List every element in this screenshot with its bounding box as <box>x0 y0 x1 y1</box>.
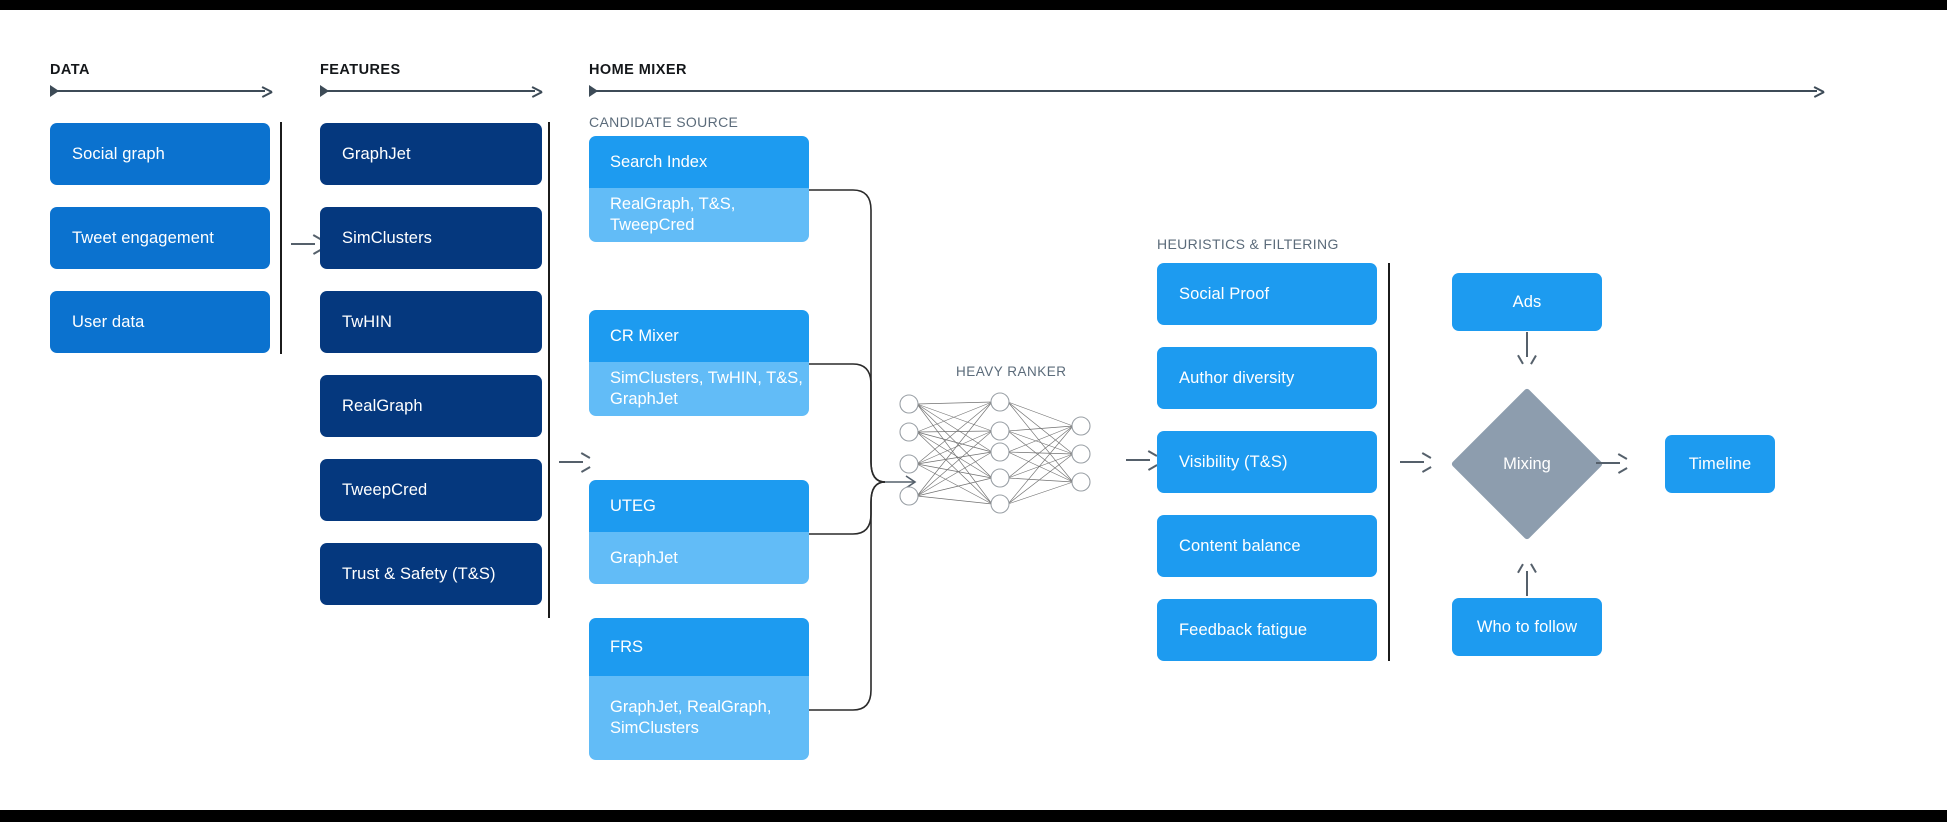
heuristic-box-label: Visibility (T&S) <box>1179 452 1288 471</box>
heuristic-box-social-proof[interactable]: Social Proof <box>1157 263 1377 325</box>
who-to-follow-box[interactable]: Who to follow <box>1452 598 1602 656</box>
top-black-bar <box>0 0 1947 10</box>
divider-data-features <box>280 122 282 354</box>
arrow-who-to-follow-to-mixing <box>1521 564 1533 596</box>
heavy-ranker-network <box>899 392 1091 514</box>
feature-box-label: GraphJet <box>342 144 411 163</box>
arrow-mixing-to-timeline <box>1596 457 1627 469</box>
candidate-source-title: CR Mixer <box>589 310 809 362</box>
rule-data <box>50 82 272 100</box>
arrow-heuristics-to-mixing <box>1400 456 1431 468</box>
heuristic-box-visibility[interactable]: Visibility (T&S) <box>1157 431 1377 493</box>
divider-features-candidates <box>548 122 550 618</box>
feature-box-twhin[interactable]: TwHIN <box>320 291 542 353</box>
candidate-source-card-frs[interactable]: FRS GraphJet, RealGraph, SimClusters <box>589 618 809 760</box>
candidate-source-features: RealGraph, T&S, TweepCred <box>589 188 809 242</box>
feature-box-simclusters[interactable]: SimClusters <box>320 207 542 269</box>
subsection-title-heavy-ranker: HEAVY RANKER <box>956 364 1067 379</box>
feature-box-label: SimClusters <box>342 228 433 247</box>
subsection-title-heuristics: HEURISTICS & FILTERING <box>1157 236 1339 252</box>
timeline-label: Timeline <box>1688 454 1752 473</box>
candidate-source-title: FRS <box>589 618 809 676</box>
candidate-source-card-uteg[interactable]: UTEG GraphJet <box>589 480 809 584</box>
candidate-source-card-search-index[interactable]: Search Index RealGraph, T&S, TweepCred <box>589 136 809 242</box>
rule-start-triangle-icon <box>589 85 598 97</box>
arrow-features-to-candidates <box>559 456 590 468</box>
heuristic-box-label: Social Proof <box>1179 284 1270 303</box>
heuristic-box-label: Feedback fatigue <box>1179 620 1308 639</box>
rule-start-triangle-icon <box>320 85 329 97</box>
candidate-source-card-cr-mixer[interactable]: CR Mixer SimClusters, TwHIN, T&S, GraphJ… <box>589 310 809 416</box>
diagram-canvas: DATA FEATURES HOME MIXER CANDIDATE SOURC… <box>0 10 1947 810</box>
candidate-source-connectors <box>809 189 917 711</box>
section-title-home-mixer: HOME MIXER <box>589 62 687 78</box>
rule-arrow-icon <box>261 85 272 98</box>
heuristic-box-label: Author diversity <box>1179 368 1295 387</box>
heuristic-box-author-diversity[interactable]: Author diversity <box>1157 347 1377 409</box>
rule-start-triangle-icon <box>50 85 59 97</box>
rule-arrow-icon <box>1813 85 1824 98</box>
subsection-title-candidate-source: CANDIDATE SOURCE <box>589 114 739 130</box>
bottom-black-bar <box>0 812 1947 822</box>
feature-box-trust-safety[interactable]: Trust & Safety (T&S) <box>320 543 542 605</box>
feature-box-label: Trust & Safety (T&S) <box>342 564 496 583</box>
data-box-social-graph[interactable]: Social graph <box>50 123 270 185</box>
who-to-follow-label: Who to follow <box>1476 617 1578 636</box>
feature-box-label: TwHIN <box>342 312 392 331</box>
candidate-source-features: SimClusters, TwHIN, T&S, GraphJet <box>589 362 809 416</box>
data-box-label: Social graph <box>72 144 165 163</box>
rule-arrow-icon <box>531 85 542 98</box>
timeline-box[interactable]: Timeline <box>1665 435 1775 493</box>
candidate-source-features: GraphJet, RealGraph, SimClusters <box>589 676 809 760</box>
section-title-features: FEATURES <box>320 62 401 78</box>
ads-box[interactable]: Ads <box>1452 273 1602 331</box>
feature-box-realgraph[interactable]: RealGraph <box>320 375 542 437</box>
mixing-label: Mixing <box>1503 454 1551 473</box>
divider-heuristics-mixing <box>1388 263 1390 661</box>
heuristic-box-content-balance[interactable]: Content balance <box>1157 515 1377 577</box>
data-box-tweet-engagement[interactable]: Tweet engagement <box>50 207 270 269</box>
feature-box-label: TweepCred <box>342 480 428 499</box>
heuristic-box-feedback-fatigue[interactable]: Feedback fatigue <box>1157 599 1377 661</box>
candidate-source-title: UTEG <box>589 480 809 532</box>
feature-box-tweepcred[interactable]: TweepCred <box>320 459 542 521</box>
data-box-label: Tweet engagement <box>72 228 214 247</box>
candidate-source-features: GraphJet <box>589 532 809 584</box>
arrow-data-to-features <box>291 238 322 250</box>
ads-label: Ads <box>1512 292 1542 311</box>
rule-features <box>320 82 542 100</box>
arrow-ads-to-mixing <box>1521 332 1533 364</box>
feature-box-label: RealGraph <box>342 396 423 415</box>
rule-home-mixer <box>589 82 1824 100</box>
candidate-source-title: Search Index <box>589 136 809 188</box>
heuristic-box-label: Content balance <box>1179 536 1301 555</box>
data-box-label: User data <box>72 312 145 331</box>
data-box-user-data[interactable]: User data <box>50 291 270 353</box>
feature-box-graphjet[interactable]: GraphJet <box>320 123 542 185</box>
arrow-ranker-to-heuristics <box>1126 454 1157 466</box>
section-title-data: DATA <box>50 62 90 78</box>
